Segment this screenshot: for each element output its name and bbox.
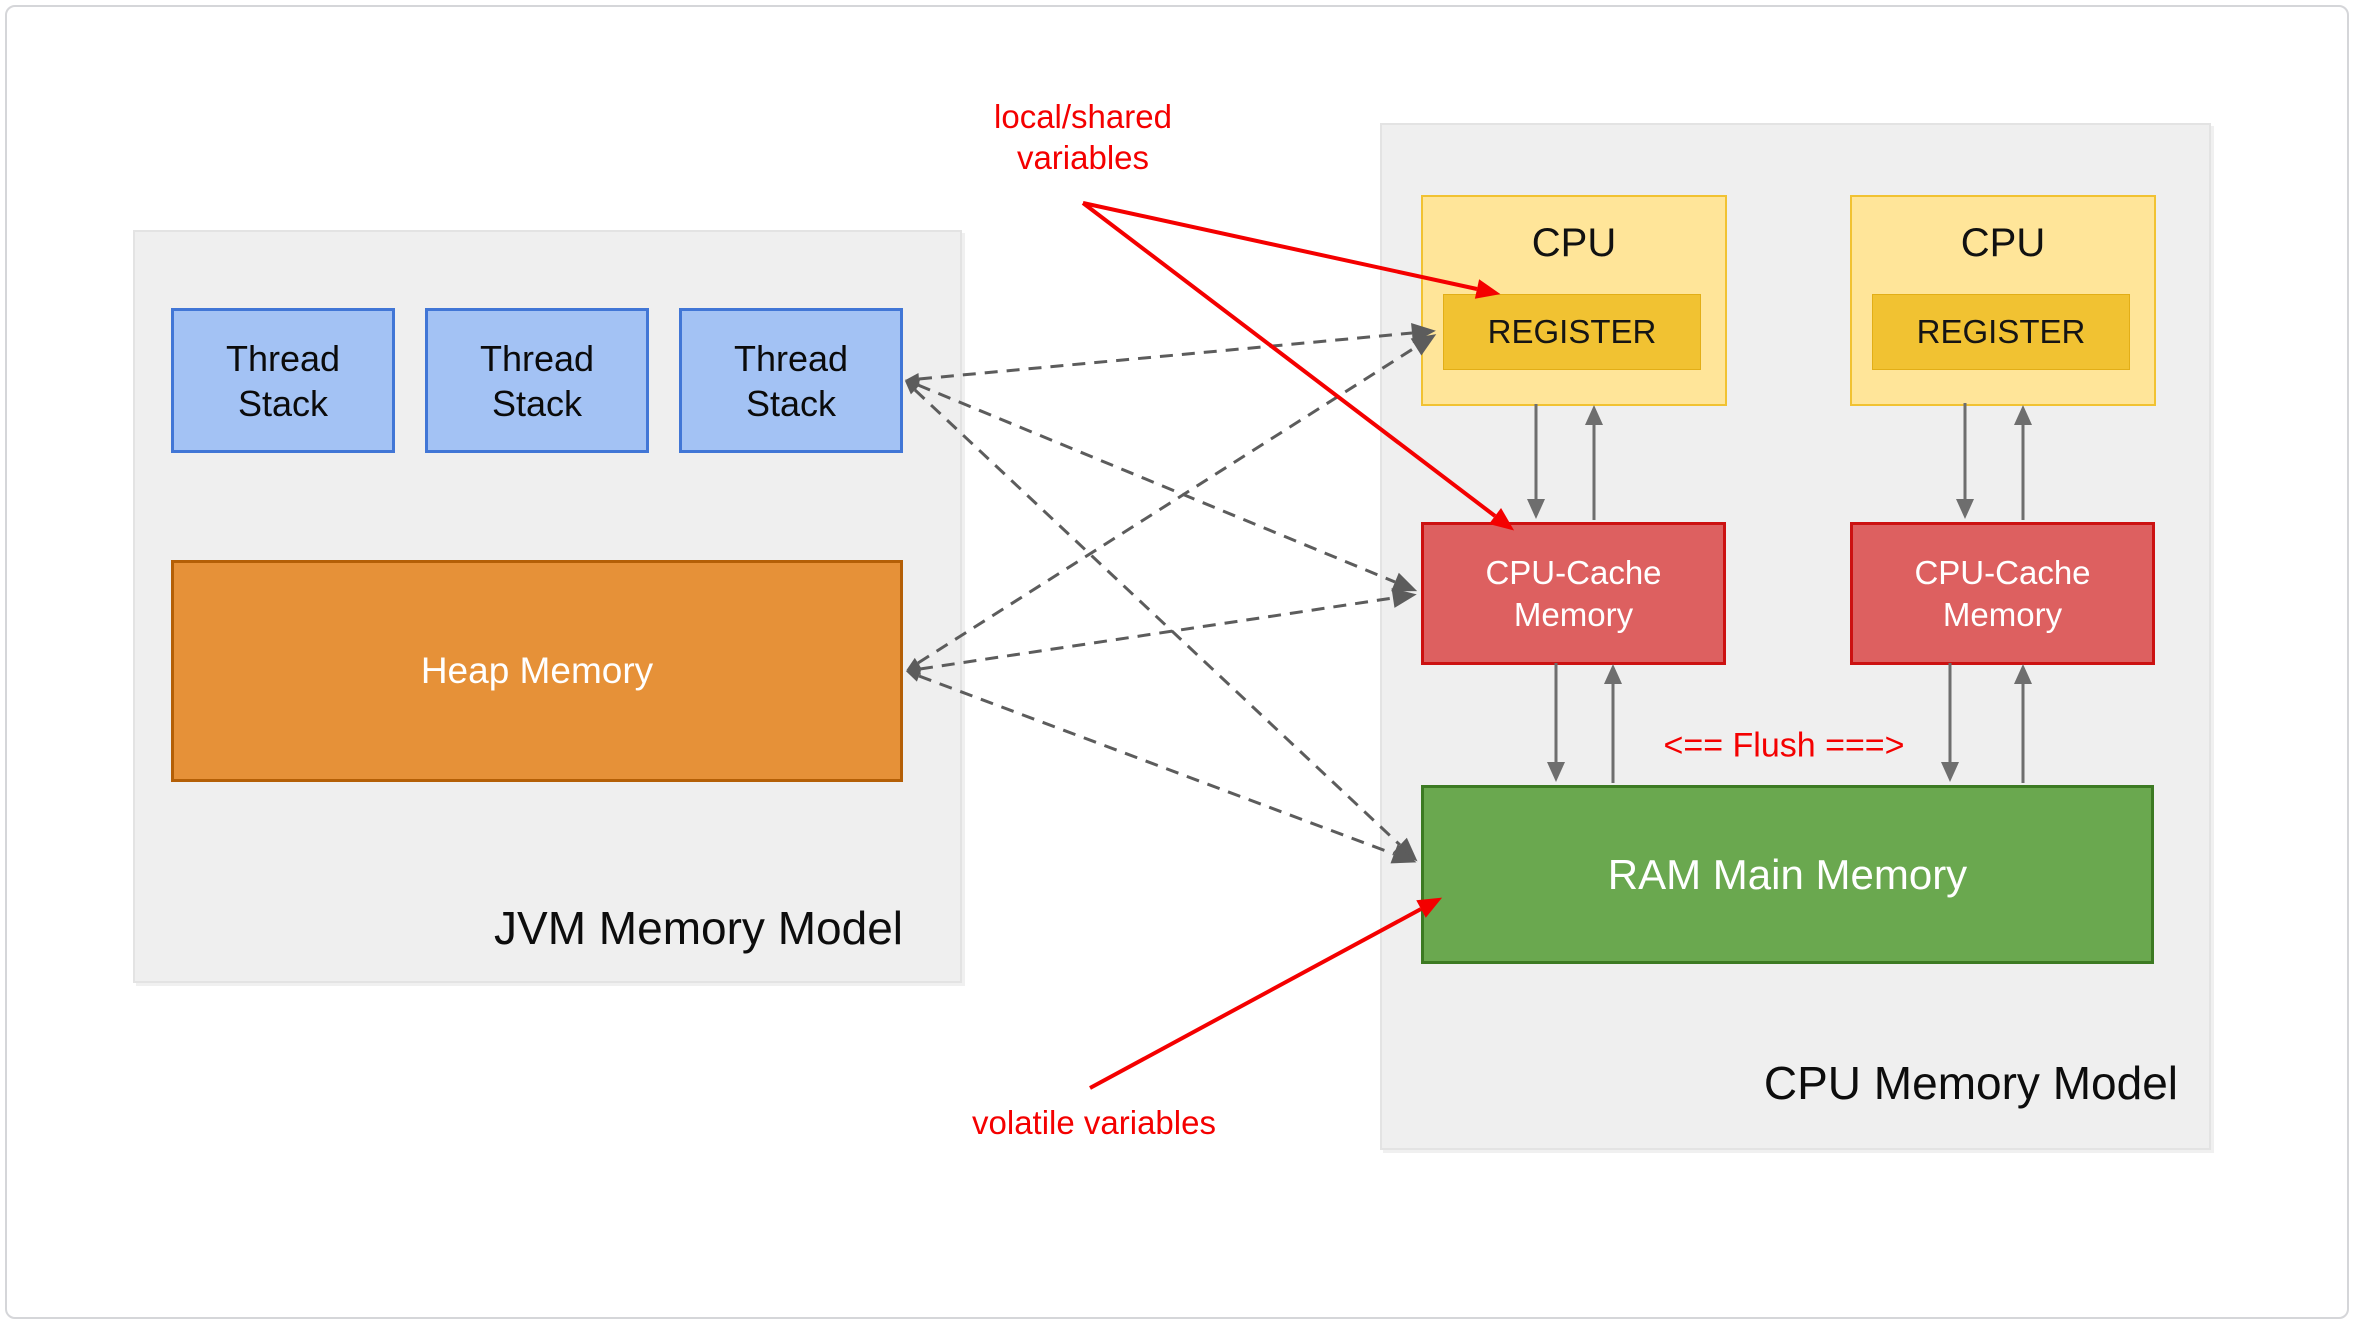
ram-main-memory-box: RAM Main Memory xyxy=(1421,785,2154,964)
thread-stack-box-2: Thread Stack xyxy=(425,308,649,453)
cpu-label: CPU xyxy=(1531,221,1617,265)
thread-stack-label-line1: Thread xyxy=(479,337,595,379)
thread-stack-label-line1: Thread xyxy=(225,337,341,379)
cpu-box-1: CPU REGISTER xyxy=(1421,195,1727,406)
thread-stack-box-3: Thread Stack xyxy=(679,308,903,453)
dashed-arrow-heap-register xyxy=(906,334,1437,671)
cpu-cache-box-2: CPU-Cache Memory xyxy=(1850,522,2155,665)
ram-main-memory-label: RAM Main Memory xyxy=(1607,850,1968,898)
cpu-cache-label-line1: CPU-Cache xyxy=(1485,553,1662,591)
dashed-arrow-threadstack-register xyxy=(905,323,1436,385)
cpu-cache-label-line2: Memory xyxy=(1942,595,2063,633)
volatile-variables-annotation: volatile variables xyxy=(972,1104,1216,1141)
register-box-1: REGISTER xyxy=(1443,294,1701,370)
local-shared-line1: local/shared xyxy=(994,98,1172,135)
dashed-arrow-threadstack-cache xyxy=(905,379,1418,592)
cpu-cache-box-1: CPU-Cache Memory xyxy=(1421,522,1726,665)
register-box-2: REGISTER xyxy=(1872,294,2130,370)
heap-memory-label: Heap Memory xyxy=(420,650,654,691)
thread-stack-label-line1: Thread xyxy=(733,337,849,379)
cpu-memory-model-panel: CPU REGISTER CPU REGISTER CPU-Cache Memo… xyxy=(1380,123,2211,1150)
cpu-panel-title: CPU Memory Model xyxy=(1763,1057,2178,1109)
cpu-label: CPU xyxy=(1960,221,2046,265)
register-label: REGISTER xyxy=(1487,313,1657,350)
dashed-arrow-heap-ram xyxy=(905,670,1417,864)
dashed-arrow-heap-cache xyxy=(906,588,1417,675)
jvm-panel-title: JVM Memory Model xyxy=(494,902,903,954)
heap-memory-box: Heap Memory xyxy=(171,560,903,782)
thread-stack-label-line2: Stack xyxy=(237,382,329,424)
red-arrow-volatile-ram xyxy=(1089,897,1443,1090)
dashed-arrow-threadstack-ram xyxy=(904,380,1418,862)
local-shared-line2: variables xyxy=(1016,139,1150,176)
cpu-cache-label-line2: Memory xyxy=(1513,595,1634,633)
cpu-box-2: CPU REGISTER xyxy=(1850,195,2156,406)
thread-stack-label-line2: Stack xyxy=(745,382,837,424)
thread-stack-box-1: Thread Stack xyxy=(171,308,395,453)
flush-annotation: <== Flush ===> xyxy=(1663,726,1905,765)
thread-stack-label-line2: Stack xyxy=(491,382,583,424)
cpu-cache-label-line1: CPU-Cache xyxy=(1914,553,2091,591)
local-shared-variables-annotation: local/shared variables xyxy=(952,96,1214,178)
register-label: REGISTER xyxy=(1916,313,2086,350)
